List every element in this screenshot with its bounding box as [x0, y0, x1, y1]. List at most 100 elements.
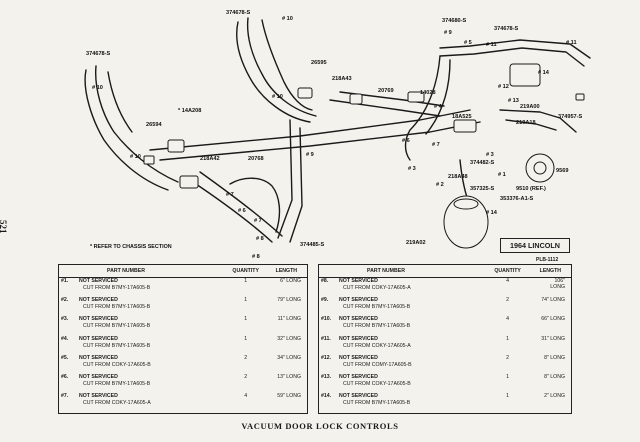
part-qty: 1: [506, 393, 510, 400]
diagram-label: 218A43: [332, 76, 352, 82]
part-line2: CUT FROM B7MY-17A605-B: [343, 323, 411, 330]
diagram-label: 374957-S: [558, 114, 583, 120]
col-header-qty: QUANTITY: [478, 265, 537, 278]
vacuum-line-diagram: 374678-S # 10 374678-S # 10 26595 # 10 2…: [84, 10, 591, 260]
part-line2: CUT FROM B7MY-17A605-B: [83, 323, 151, 330]
tube-right-down-2: [425, 59, 451, 135]
part-line1: NOT SERVICED: [339, 278, 378, 284]
diagram-label: # 10: [272, 94, 283, 100]
diagram-label: 18A525: [452, 114, 472, 120]
part-length: 2" LONG: [544, 393, 565, 400]
diagram-label: # 14: [486, 210, 498, 216]
tube-main-run-4: [289, 127, 303, 243]
diagram-label: 218A48: [448, 174, 468, 180]
diagram-label: # 9: [444, 30, 452, 36]
tube-loop-top: [261, 19, 313, 111]
part-line1: NOT SERVICED: [79, 373, 118, 380]
diagram-label: # 3: [408, 166, 416, 172]
part-line1: NOT SERVICED: [79, 316, 118, 323]
diagram-label: # 2: [436, 182, 444, 188]
diagram-label: 374678-S: [494, 26, 519, 32]
part-num: #3.: [61, 316, 69, 323]
diagram-label: # 10: [92, 85, 103, 91]
tube-right-run-1: [439, 39, 591, 59]
part-num: #7.: [61, 393, 69, 400]
part-length: 13" LONG: [277, 373, 301, 380]
diagram-label: # 7: [432, 142, 440, 148]
diagram-label: 219A18: [516, 120, 536, 126]
diagram-label: # 11: [486, 42, 497, 48]
vacuum-pump-center: [533, 161, 547, 175]
part-line2: CUT FROM B7MY-17A605-B: [83, 304, 151, 311]
diagram-label: 20768: [248, 156, 264, 162]
part-line1: NOT SERVICED: [339, 393, 378, 400]
page-title: VACUUM DOOR LOCK CONTROLS: [241, 421, 399, 431]
diagram-label: # 5: [464, 40, 472, 46]
diagram-label: 374678-S: [86, 51, 111, 57]
part-length: 6" LONG: [280, 278, 301, 284]
part-length: 32" LONG: [277, 335, 301, 342]
carburetor-fitting: [509, 63, 541, 87]
part-length: 11" LONG: [277, 316, 301, 323]
diagram-label: 219A00: [520, 104, 540, 110]
control-valve: [453, 119, 477, 133]
vacuum-reservoir-cap: [453, 198, 479, 210]
tube-lower-left-1: [189, 179, 273, 243]
diagram-label: # 11: [566, 40, 577, 46]
col-header-length: LENGTH: [536, 265, 571, 278]
diagram-label: # 10: [130, 154, 141, 160]
part-num: #8.: [321, 278, 329, 284]
tube-main-run-1: [149, 109, 471, 151]
part-qty: 4: [506, 316, 510, 323]
part-line2: CUT FROM B7MY-17A605-B: [343, 304, 411, 311]
part-num: #9.: [321, 297, 329, 304]
diagram-label: # 10: [282, 16, 293, 22]
part-line1: NOT SERVICED: [79, 335, 118, 342]
part-line2: CUT FROM COKY-17A605-A: [343, 285, 411, 291]
part-length: 74" LONG: [541, 297, 565, 304]
diagram-label: 9569: [556, 168, 568, 174]
part-line1: NOT SERVICED: [339, 335, 378, 342]
diagram-label: # 4: [434, 104, 443, 110]
tube-right-branch: [499, 109, 577, 133]
diagram-label: 26595: [311, 60, 327, 66]
tube-left-front-lower: [107, 71, 133, 133]
plate-code: PLB-1112: [536, 257, 559, 263]
diagram-label: 9510 (REF.): [516, 186, 546, 192]
vacuum-valve: [407, 91, 425, 103]
tube-main-run-2: [159, 121, 481, 161]
diagram-label: 219A02: [406, 240, 426, 246]
tube-left-rear-upper-return: [246, 17, 317, 117]
part-num: #6.: [61, 373, 69, 380]
part-num: #2.: [61, 297, 69, 304]
diagram-label: # 14: [538, 70, 550, 76]
diagram-label: # 8: [256, 236, 264, 242]
parts-table-right: PART NUMBER QUANTITY LENGTH #8. NOT SERV…: [318, 264, 572, 414]
part-line1: NOT SERVICED: [79, 354, 118, 361]
tube-lower-curve: [229, 177, 281, 233]
vacuum-reservoir-tank: [443, 195, 489, 249]
fitting-clip-2: [575, 93, 585, 101]
part-length: 79" LONG: [277, 297, 301, 304]
col-header-length: LENGTH: [274, 265, 307, 278]
part-length: 34" LONG: [277, 354, 301, 361]
parts-table-left: PART NUMBER QUANTITY LENGTH #1. NOT SERV…: [58, 264, 308, 414]
diagram-label: 20769: [378, 88, 394, 94]
tube-left-front-door: [84, 69, 169, 191]
part-num: #1.: [61, 278, 69, 284]
